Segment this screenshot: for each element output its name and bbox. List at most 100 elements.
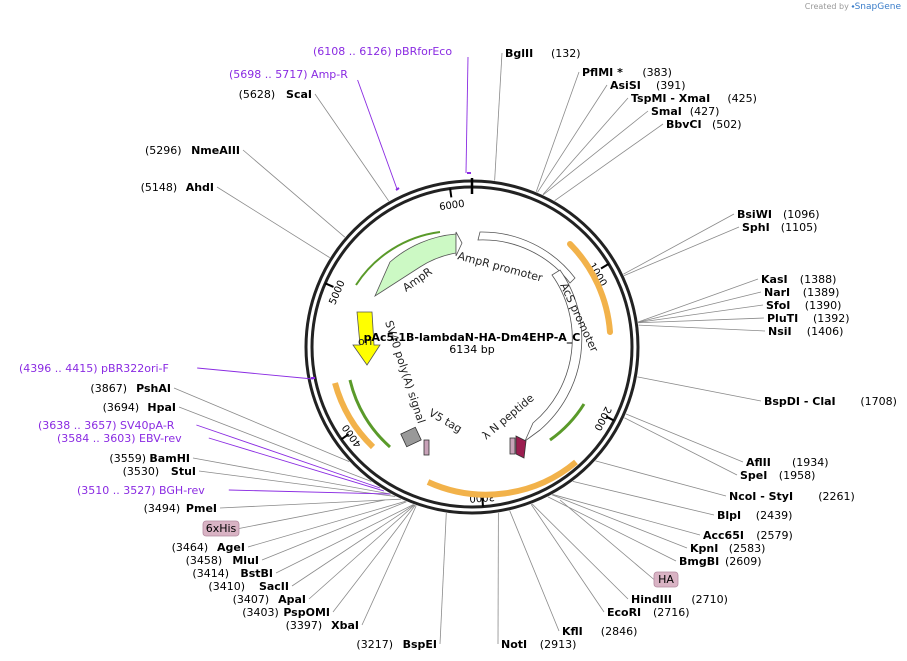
site-name: KasI [761,273,788,286]
tick-mark [481,497,484,507]
tick-mark [340,433,350,441]
feature-small-marker-left [423,439,430,456]
site-leader-line [198,470,396,497]
site-leader-line [178,406,372,482]
site-leader-line [624,417,738,476]
site-name: BglII [505,47,533,60]
site-name: Acc65I [703,529,744,542]
site-position: (3458) [186,554,223,567]
site-position: (3559) [109,452,146,465]
tick-mark [605,415,615,422]
site-leader-line [173,387,350,463]
site-position: (3414) [192,567,229,580]
primer-label: (3584 .. 3603) EBV-rev [57,432,182,445]
site-position: (1392) [813,312,850,325]
feature-ampr-head [455,231,463,257]
site-position: (1105) [781,221,818,234]
green-arc-left [348,379,391,449]
primer-leader-line [208,437,385,492]
site-leader-line [554,123,664,202]
site-name: TspMI - XmaI [631,92,710,105]
site-leader-line [552,494,701,536]
primer-leader-line [197,367,314,380]
tick-label: 5000 [327,279,347,307]
site-name: SpeI [740,469,767,482]
site-name: PshAI [136,382,171,395]
site-name: NmeAIII [191,144,240,157]
site-name: BmgBI [679,555,719,568]
feature-small-marker-right [509,437,516,455]
site-leader-line [595,460,727,497]
site-position: (3867) [90,382,127,395]
site-position: (3397) [286,619,323,632]
primer-label: (4396 .. 4415) pBR322ori-F [19,362,169,375]
site-name: ScaI [286,88,312,101]
site-position: (2609) [725,555,762,568]
site-name: BstBI [240,567,273,580]
site-position: (2579) [756,529,793,542]
site-position: (1708) [860,395,897,408]
site-name: SphI [742,221,770,234]
site-position: (1406) [807,325,844,338]
site-name: StuI [171,465,196,478]
site-name: NarI [764,286,790,299]
site-position: (2913) [540,638,577,651]
site-position: (3403) [242,606,279,619]
site-name: AflII [746,456,771,469]
site-leader-line [623,226,740,276]
site-leader-line [192,457,391,495]
orange-arc-top-right [567,241,613,335]
brand-name: SnapGene [854,2,901,12]
green-arc-right [549,403,586,442]
site-name: KpnI [690,542,718,555]
site-position: (2583) [729,542,766,555]
tick-label: 6000 [439,199,466,213]
site-name: HindIII [631,593,672,606]
site-position: (2261) [818,490,855,503]
site-leader-line [332,504,416,613]
site-name: SacII [259,580,289,593]
feature-v5-tag [400,426,422,448]
site-name: BspEI [403,638,437,651]
site-leader-line [291,504,415,587]
primer-leader-line [196,424,381,489]
snapgene-logo-icon: ⬩ [851,2,855,12]
site-leader-line [623,213,735,275]
site-position: (2716) [653,606,690,619]
site-leader-line [637,376,762,402]
tag-badge [653,571,679,588]
snapgene-brand: Created by ⬩SnapGene [805,2,901,12]
site-position: (427) [690,105,720,118]
site-position: (391) [656,79,686,92]
site-position: (3464) [172,541,209,554]
site-position: (5628) [239,88,276,101]
site-leader-line [542,97,629,195]
site-leader-line [219,498,401,509]
site-leader-line [551,494,688,549]
primer-label: (3510 .. 3527) BGH-rev [77,484,205,497]
site-position: (3494) [144,502,181,515]
site-name: NcoI - StyI [729,490,793,503]
site-position: (3530) [123,465,160,478]
site-leader-line [537,84,608,193]
primer-leader-line [465,56,469,174]
site-leader-line [242,149,346,238]
site-name: AgeI [217,541,245,554]
green-arc-ampr [355,231,441,286]
site-position: (3410) [208,580,245,593]
site-position: (3694) [103,401,140,414]
primer-mark-ampr [395,187,400,191]
site-name: BsiWI [737,208,772,221]
site-name: ApaI [278,593,306,606]
site-position: (1390) [805,299,842,312]
site-name: AsiSI [610,79,641,92]
site-leader-line [625,413,744,463]
site-position: (2846) [601,625,638,638]
site-leader-line [638,291,762,323]
site-leader-line [530,504,605,613]
site-name: XbaI [331,619,359,632]
site-name: MluI [232,554,259,567]
site-position: (2439) [756,509,793,522]
site-leader-line [638,324,766,332]
site-position: (2710) [691,593,728,606]
